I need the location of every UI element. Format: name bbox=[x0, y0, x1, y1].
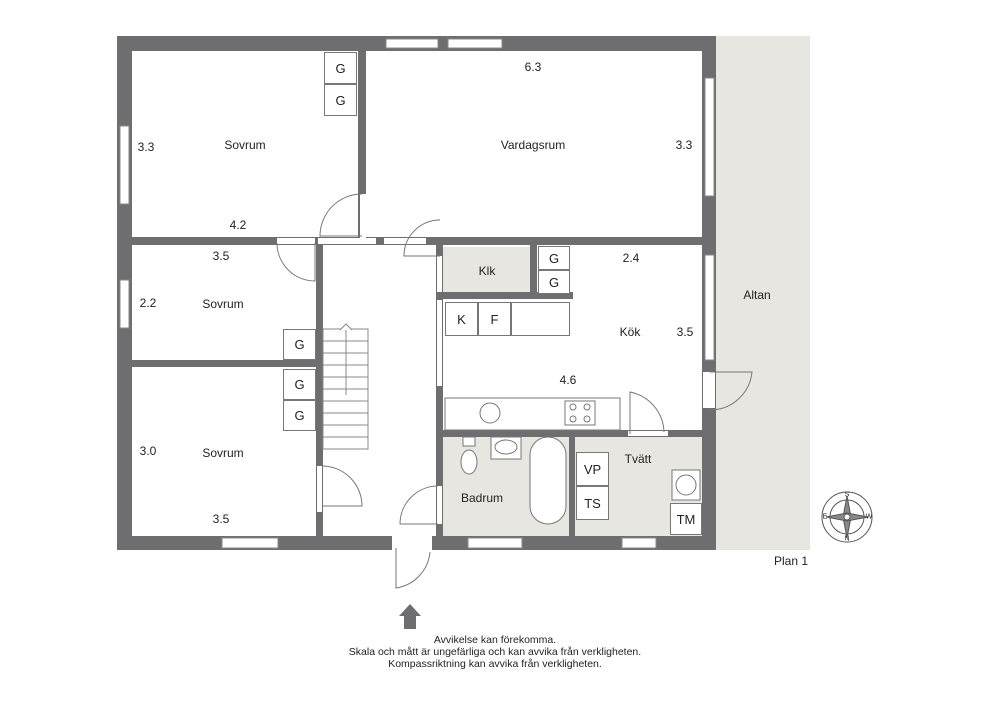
altan-area bbox=[716, 36, 810, 550]
kitchen-cabinet bbox=[511, 302, 570, 336]
stairs bbox=[322, 323, 369, 450]
dimension-label: 2.2 bbox=[139, 296, 157, 310]
compass-rose-icon bbox=[821, 491, 873, 543]
wardrobe-box: G bbox=[538, 270, 570, 294]
wardrobe-box: G bbox=[283, 400, 316, 431]
room-name-badrum: Badrum bbox=[460, 491, 504, 505]
disclaimer-line: Kompassriktning kan avvika från verkligh… bbox=[388, 658, 602, 670]
compass-letter-w: W bbox=[865, 513, 873, 521]
wardrobe-box: G bbox=[283, 369, 316, 400]
door-swings bbox=[276, 193, 753, 589]
entrance-arrow-icon bbox=[399, 604, 421, 629]
dimension-label: 2.4 bbox=[622, 251, 640, 265]
room-name-sovrum-3: Sovrum bbox=[202, 446, 244, 460]
plan-label: Plan 1 bbox=[773, 554, 809, 568]
dimension-label: 3.0 bbox=[139, 444, 157, 458]
compass-letter-s: S bbox=[844, 491, 850, 499]
room-name-vardagsrum: Vardagsrum bbox=[500, 138, 566, 152]
room-name-klk: Klk bbox=[478, 264, 496, 278]
dimension-label: 3.5 bbox=[676, 325, 694, 339]
disclaimer-line: Avvikelse kan förekomma. bbox=[433, 634, 557, 646]
compass-letter-e: E bbox=[822, 513, 828, 521]
wardrobe-box: G bbox=[324, 52, 357, 84]
dimension-label: 3.3 bbox=[137, 140, 155, 154]
fridge-box: K bbox=[445, 302, 478, 336]
dimension-label: 6.3 bbox=[524, 60, 542, 74]
dimension-label: 3.5 bbox=[212, 249, 230, 263]
washing-machine-box: TM bbox=[670, 503, 702, 535]
room-name-sovrum-2: Sovrum bbox=[202, 297, 244, 311]
dimension-label: 4.6 bbox=[559, 373, 577, 387]
wardrobe-box: G bbox=[538, 246, 570, 270]
dimension-label: 4.2 bbox=[229, 218, 247, 232]
bathroom-fixtures bbox=[460, 436, 701, 525]
heat-pump-box: VP bbox=[576, 452, 609, 486]
room-name-kok: Kök bbox=[619, 325, 641, 339]
kitchen-fixtures bbox=[444, 397, 621, 431]
dimension-label: 3.3 bbox=[675, 138, 693, 152]
openings bbox=[119, 38, 715, 550]
drying-cabinet-box: TS bbox=[576, 486, 609, 520]
dimension-label: 3.5 bbox=[212, 512, 230, 526]
klk-floor bbox=[441, 247, 530, 293]
compass-letter-n: N bbox=[844, 535, 850, 543]
room-name-tvatt: Tvätt bbox=[624, 452, 652, 466]
disclaimer-line: Skala och mått är ungefärliga och kan av… bbox=[348, 646, 642, 658]
freezer-box: F bbox=[478, 302, 511, 336]
wardrobe-box: G bbox=[324, 84, 357, 116]
room-name-altan: Altan bbox=[743, 288, 771, 302]
wardrobe-box: G bbox=[283, 329, 316, 360]
room-name-sovrum-1: Sovrum bbox=[224, 138, 266, 152]
